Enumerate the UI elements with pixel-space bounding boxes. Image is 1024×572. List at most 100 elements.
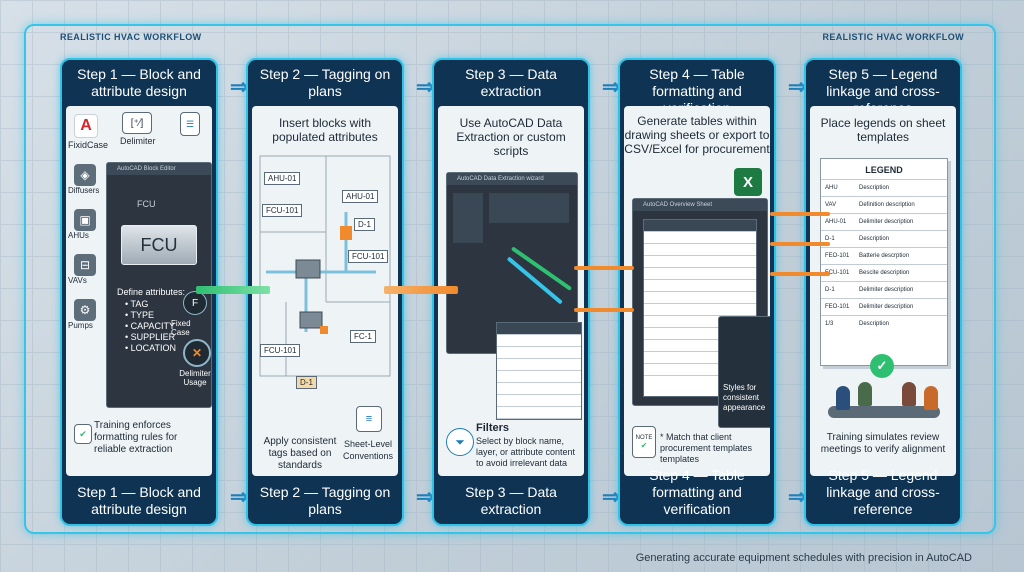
legend-description: Description: [859, 185, 890, 191]
filter-icon: ⏷: [446, 428, 474, 456]
excel-icon: X: [734, 168, 762, 196]
legend-description: Delimiter description: [859, 219, 914, 225]
step-3-header: Step 3 — Data extraction: [465, 66, 557, 99]
legend-description: Delimiter description: [859, 287, 914, 293]
plan-tag: D-1: [354, 218, 375, 231]
step-1-header: Step 1 — Block and attribute design: [77, 66, 201, 99]
block-caption: FCU: [137, 199, 156, 209]
linkage-line: [770, 272, 830, 276]
plan-tag: FCU-101: [260, 344, 301, 357]
checklist-icon: ✔: [74, 424, 92, 444]
footer-caption: Generating accurate equipment schedules …: [635, 552, 972, 564]
flow-arrow-2-3: [384, 286, 458, 294]
person-icon: [902, 382, 916, 406]
filters-text: Select by block name, layer, or attribut…: [476, 436, 576, 468]
step-2-description: Insert blocks with populated attributes: [272, 116, 378, 144]
step-3-body: Use AutoCAD Data Extraction or custom sc…: [438, 106, 584, 476]
arrow-bottom-3-4: ⇒: [602, 484, 621, 509]
sheet-conventions-icon: ≡: [356, 406, 382, 432]
attribute-item: • LOCATION: [125, 343, 176, 353]
arrow-bottom-1-2: ⇒: [230, 484, 249, 509]
legend-description: Description: [859, 236, 890, 242]
arrow-4-5: ⇒: [788, 74, 807, 99]
plan-tag: D-1: [296, 376, 317, 389]
legend-row: FEO-101 Batterie descrption: [821, 247, 947, 264]
step-2-note: Apply consistent tags based on standards: [263, 436, 337, 471]
attribute-item: • TYPE: [125, 310, 155, 320]
pump-icon: ⚙: [74, 299, 96, 321]
arrow-1-2: ⇒: [230, 74, 249, 99]
step-4-description: Generate tables within drawing sheets or…: [624, 114, 770, 156]
arrow-2-3: ⇒: [416, 74, 435, 99]
step-2-body: Insert blocks with populated attributes …: [252, 106, 398, 476]
person-icon: [924, 386, 938, 410]
step-4-body: Generate tables within drawing sheets or…: [624, 106, 770, 476]
step-5-panel: Step 5 — Legend linkage and cross-refere…: [804, 58, 962, 526]
plan-tag: AHU-01: [342, 190, 379, 203]
legend-symbol-code: D-1: [825, 236, 835, 242]
attribute-item: • SUPPLIER: [125, 332, 176, 342]
step-4-footer: Step 4 — Table formatting and verificati…: [649, 467, 745, 517]
linkage-line: [770, 242, 830, 246]
diffuser-icon: ◈: [74, 164, 96, 186]
step-5-footer: Step 5 — Legend linkage and cross-refere…: [826, 467, 940, 517]
person-icon: [858, 382, 872, 406]
fixed-case-icon: F: [183, 291, 207, 315]
attribute-item: • TAG: [125, 299, 149, 309]
filters-title: Filters: [476, 422, 510, 434]
fcu-block: FCU: [121, 225, 197, 265]
legend-description: Description: [859, 321, 890, 327]
legend-title: LEGEND: [865, 165, 903, 175]
step-3-description: Use AutoCAD Data Extraction or custom sc…: [456, 116, 566, 158]
arrow-bottom-2-3: ⇒: [416, 484, 435, 509]
plan-tag: FC-1: [350, 330, 376, 343]
styles-text: Styles for consistent appearance: [723, 383, 766, 412]
equipment-column: ◈ Diffusers ▣ AHUs ⊟ VAVs ⚙ Pumps: [68, 164, 104, 330]
legend-row: FCU-101 Bescite description: [821, 264, 947, 281]
step-1-footer: Step 1 — Block and attribute design: [77, 484, 201, 517]
step-5-note: Training simulates review meetings to ve…: [820, 432, 946, 455]
attribute-list: • TAG • TYPE • CAPACITY • SUPPLIER • LOC…: [125, 299, 176, 354]
flow-arrow-1-2: [196, 286, 270, 294]
step-4-panel: Step 4 — Table formatting and verificati…: [618, 58, 776, 526]
step-3-panel: Step 3 — Data extraction Use AutoCAD Dat…: [432, 58, 590, 526]
legend-description: Delimiter description: [859, 304, 914, 310]
sheet-conventions-label: Sheet-Level Conventions: [342, 439, 394, 461]
flow-arrow-3-4: [574, 308, 634, 312]
step-5-body: Place legends on sheet templates LEGEND …: [810, 106, 956, 476]
equipment-label: AHUs: [68, 231, 89, 240]
delimiter-usage-icon: ✕: [183, 339, 211, 367]
data-extraction-title: AutoCAD Data Extraction wizard: [447, 173, 577, 185]
corner-label-left: REALISTIC HVAC WORKFLOW: [60, 32, 202, 42]
step-2-footer: Step 2 — Tagging on plans: [259, 484, 391, 517]
step-1-body: A FixidCase [⁺∕] Delimiter ☰ AutoCAD Blo…: [66, 106, 212, 476]
meeting-table: [828, 406, 940, 418]
legend-symbol-code: FCU-101: [825, 270, 850, 276]
outer-frame: [24, 24, 996, 534]
legend-symbol-code: FEO-101: [825, 253, 850, 259]
legend-description: Batterie descrption: [859, 253, 910, 259]
legend-symbol-code: 1/3: [825, 321, 834, 327]
block-editor-title: AutoCAD Block Editor: [107, 163, 211, 175]
legend-symbol-code: FEO-101: [825, 304, 850, 310]
note-icon: NOTE✔: [632, 426, 656, 458]
overview-sheet-title: AutoCAD Overview Sheet: [633, 199, 767, 211]
styles-panel: Styles for consistent appearance: [718, 316, 770, 428]
equipment-label: VAVs: [68, 276, 87, 285]
fixidcase-label: FixidCase: [68, 140, 109, 150]
attribute-item: • CAPACITY: [125, 321, 175, 331]
check-icon: ✓: [870, 354, 894, 378]
linkage-line: [770, 212, 830, 216]
floor-plan: [259, 155, 391, 377]
legend-description: Bescite description: [859, 270, 910, 276]
legend-row: 1/3 Description: [821, 315, 947, 332]
delimiter-label: Delimiter: [120, 136, 156, 146]
arrow-3-4: ⇒: [602, 74, 621, 99]
wizard-sidebar: [453, 193, 483, 243]
step-3-footer: Step 3 — Data extraction: [465, 484, 557, 517]
legend-row: D-1 Description: [821, 230, 947, 247]
